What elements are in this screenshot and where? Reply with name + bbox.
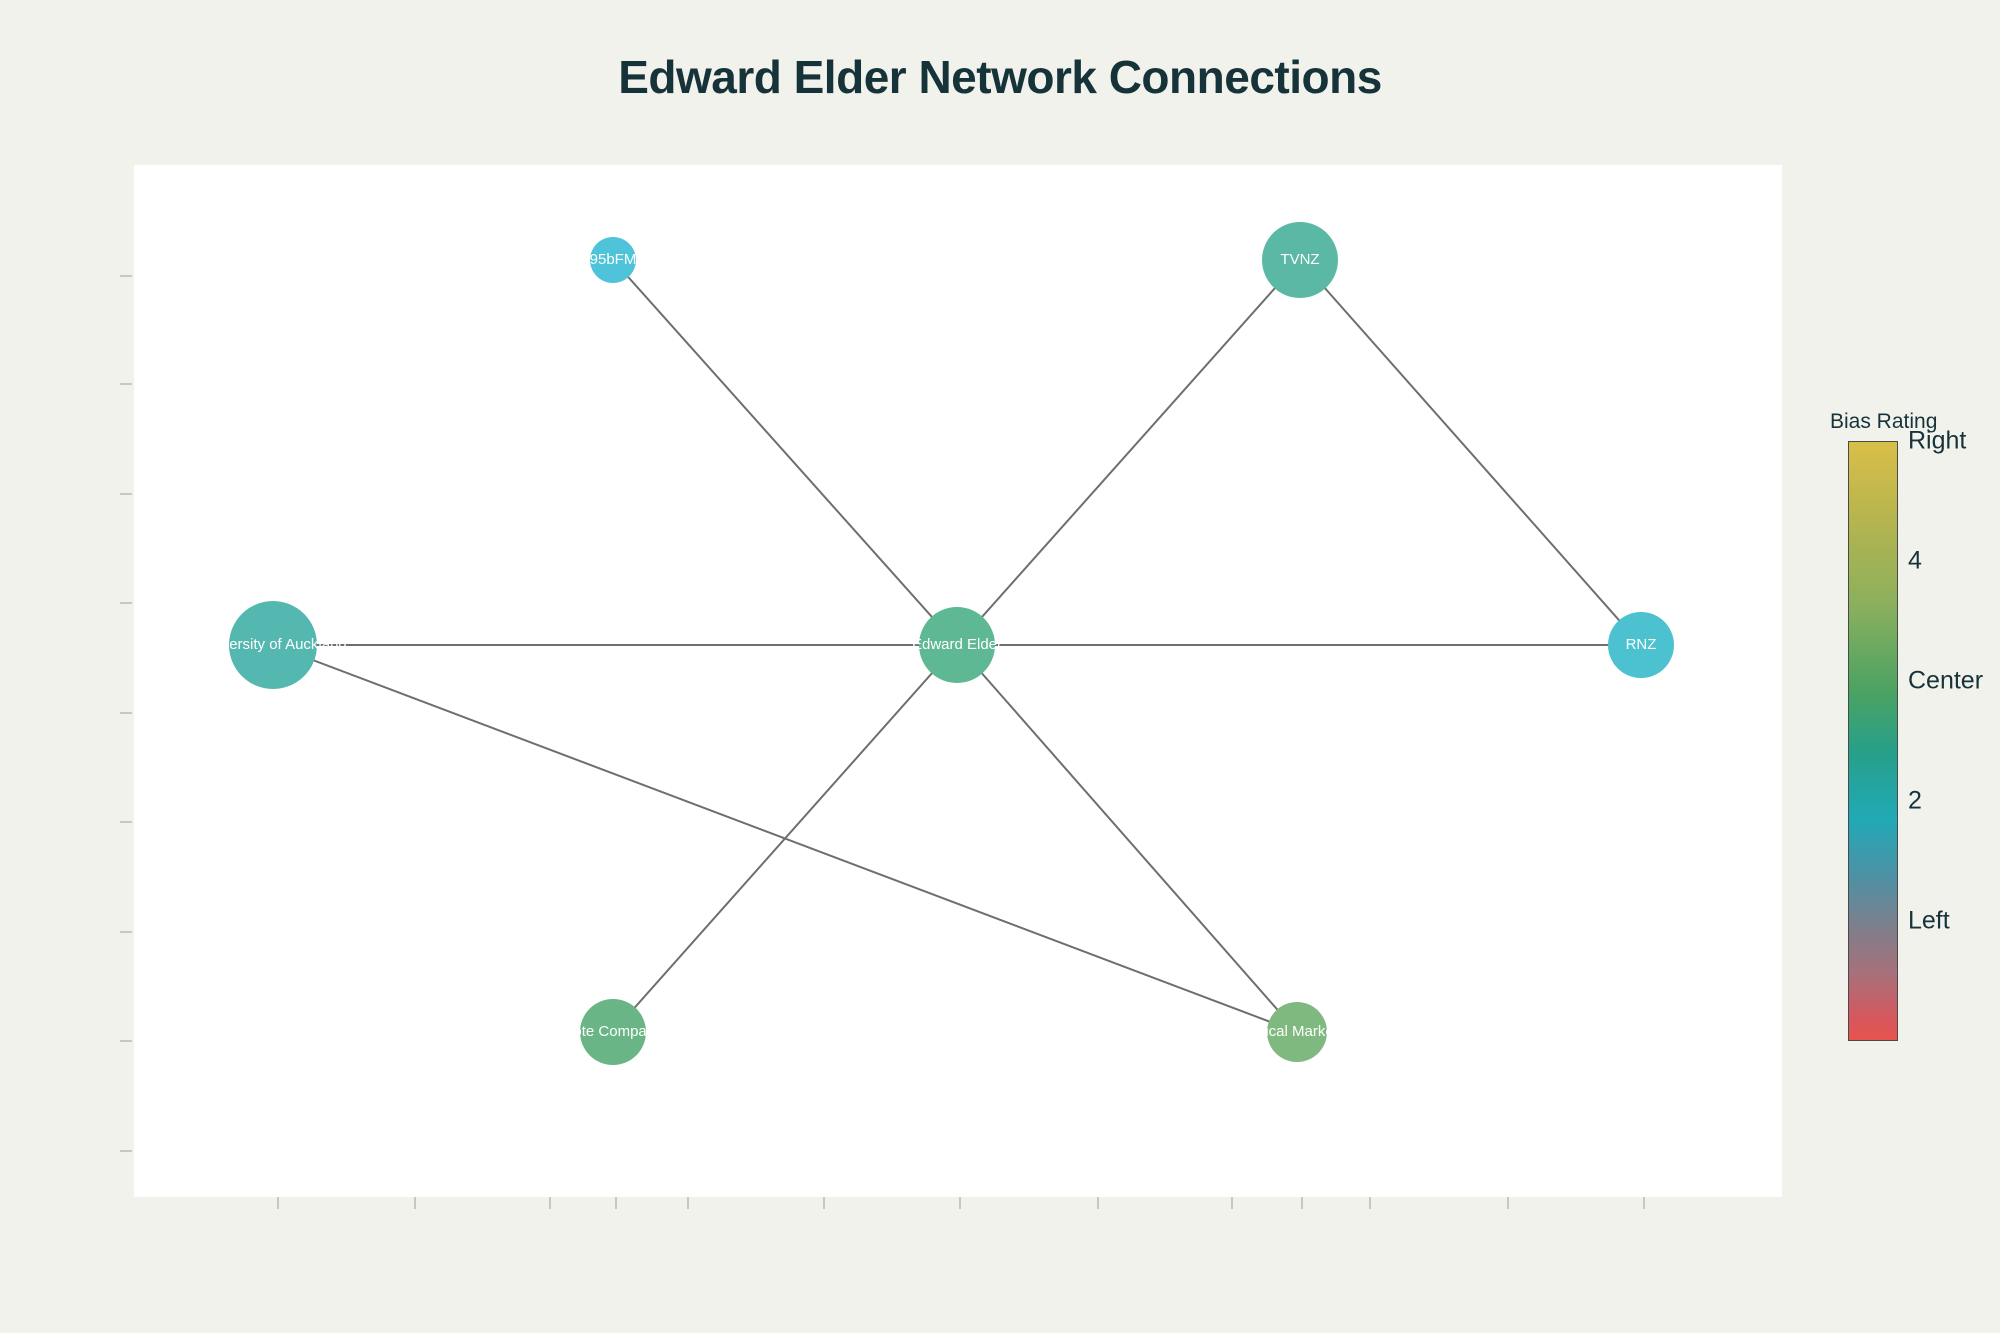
graph-node-university-of-auckland[interactable]: University of Auckland [199,601,347,689]
colorbar-gradient [1848,441,1898,1041]
colorbar-title: Bias Rating [1830,410,1938,433]
nodes-layer: 95bFM TVNZ University of Auckland Edward El… [199,222,1674,1065]
node-label: Edward Elder [912,636,1002,653]
colorbar-tick-label: Center [1908,666,1984,695]
page-title: Edward Elder Network Connections [618,51,1382,103]
node-circle[interactable] [590,237,636,283]
node-circle[interactable] [1608,612,1674,678]
graph-node-rnz[interactable]: RNZ [1608,612,1674,678]
graph-node-edward-elder[interactable]: Edward Elder [912,607,1002,683]
graph-node-political-marketing[interactable]: Political Marketing [1236,1002,1358,1062]
node-label: Vote Compass [564,1023,662,1040]
node-label: RNZ [1626,636,1657,653]
colorbar-tick-label: 2 [1908,786,1922,815]
node-label: University of Auckland [199,636,347,653]
node-circle[interactable] [919,607,995,683]
node-label: Political Marketing [1236,1023,1358,1040]
node-label: TVNZ [1280,251,1319,268]
node-circle[interactable] [580,999,646,1065]
colorbar-tick-label: 4 [1908,546,1922,575]
graph-node-95bfm[interactable]: 95bFM [590,237,637,283]
node-circle[interactable] [1262,222,1338,298]
graph-node-vote-compass[interactable]: Vote Compass [564,999,662,1065]
node-circle[interactable] [1267,1002,1327,1062]
node-circle[interactable] [229,601,317,689]
graph-node-tvnz[interactable]: TVNZ [1262,222,1338,298]
node-label: 95bFM [590,251,637,268]
colorbar-tick-label: Left [1908,906,1950,935]
colorbar-tick-label: Right [1908,426,1967,455]
